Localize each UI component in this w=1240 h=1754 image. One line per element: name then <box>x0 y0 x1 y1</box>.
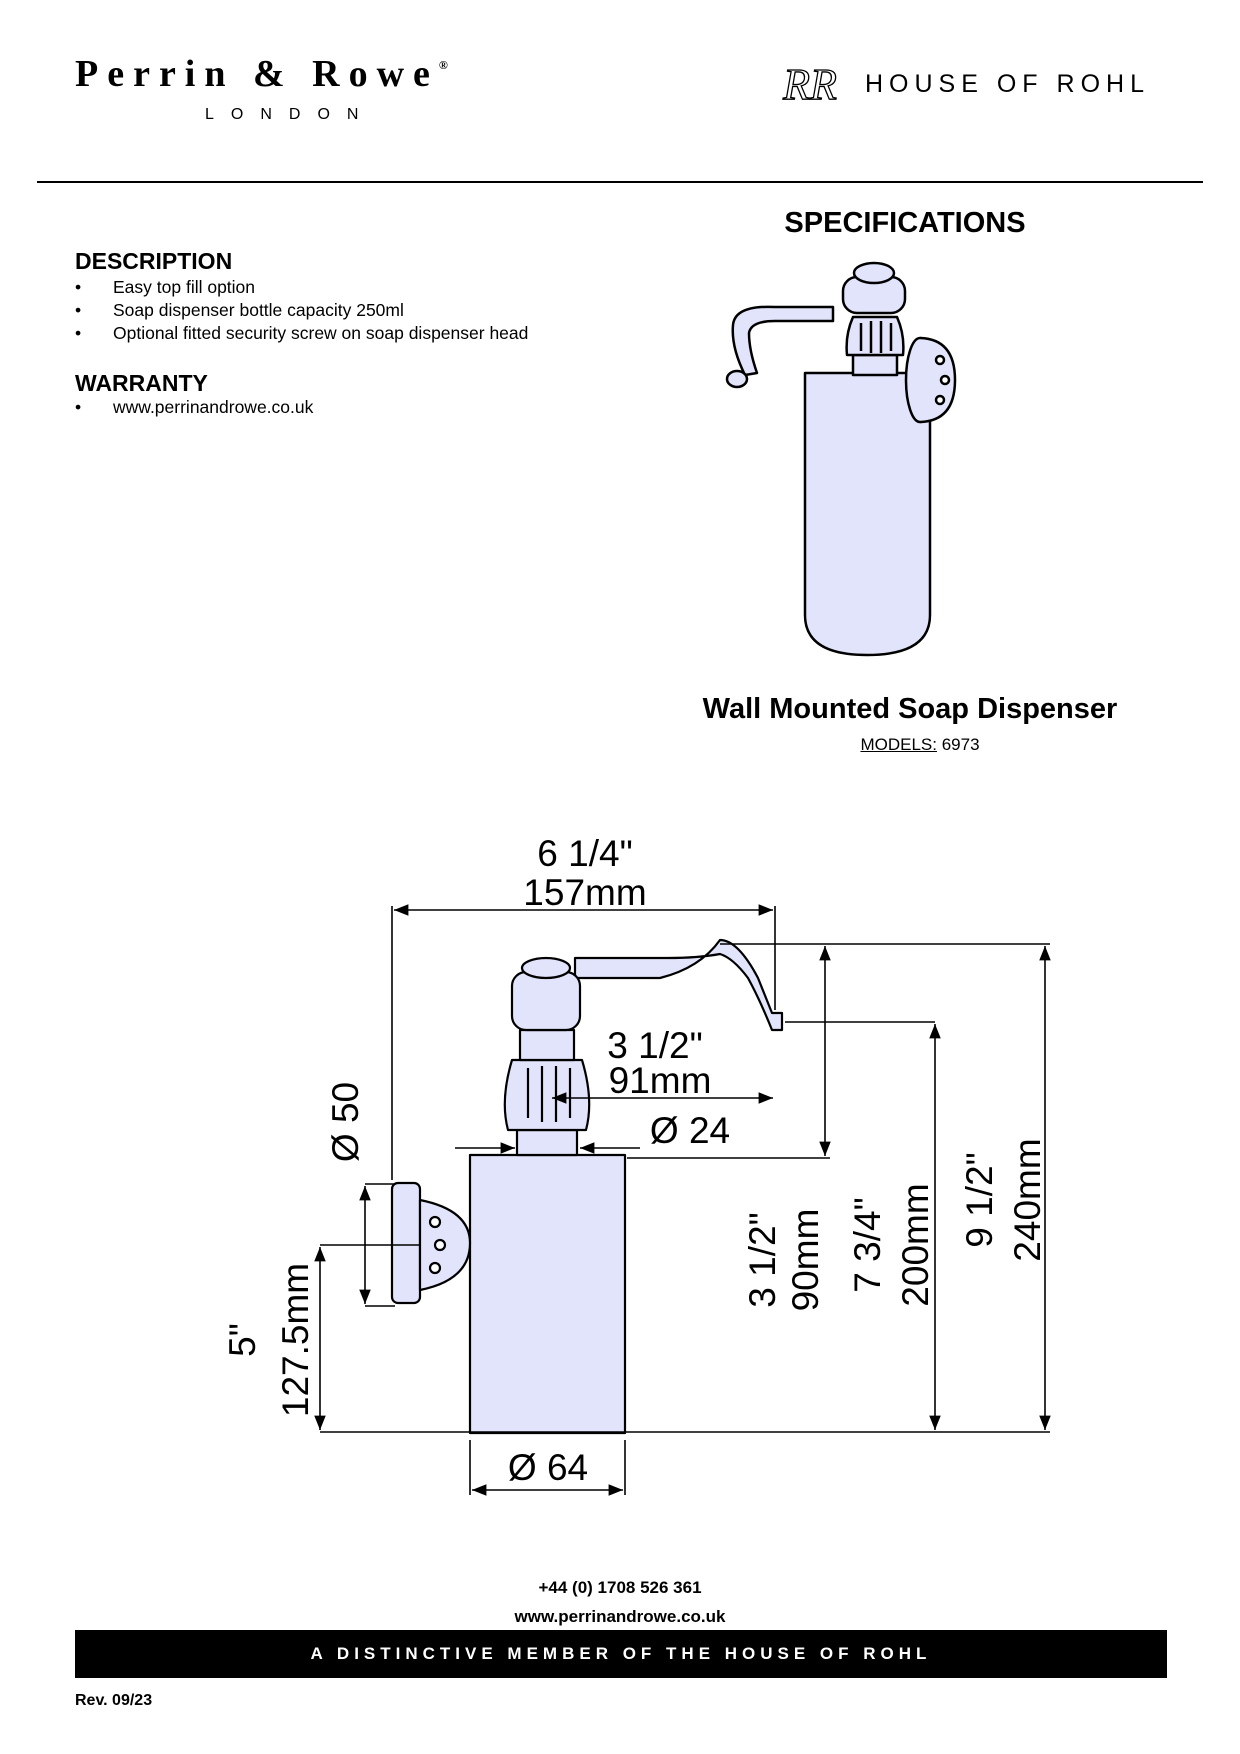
pump-ribs <box>859 321 893 353</box>
outline-neck <box>515 1128 579 1157</box>
outline-pump-body <box>503 1058 591 1132</box>
warranty-list: www.perrinandrowe.co.uk <box>75 396 535 419</box>
product-illustration <box>725 261 957 657</box>
outline-flange-arm <box>418 1198 472 1292</box>
outline-pump-ribs <box>526 1066 572 1122</box>
dimension-labels: 6 1/4" 157mm 3 1/2" 91mm Ø 24 Ø 64 Ø 50 … <box>222 833 1048 1488</box>
outline-pump-collar <box>518 1028 576 1062</box>
rohl-monogram-logo: RR <box>760 55 860 122</box>
description-heading: DESCRIPTION <box>75 248 233 274</box>
wall-flange-back <box>919 336 957 424</box>
spout-tip <box>725 369 749 389</box>
outline-flange <box>390 1181 422 1305</box>
footer-banner: A DISTINCTIVE MEMBER OF THE HOUSE OF ROH… <box>75 1630 1167 1678</box>
description-item: Soap dispenser bottle capacity 250ml <box>75 299 535 322</box>
brand-name-text: Perrin & Rowe <box>75 53 439 95</box>
outline-cap-top <box>520 956 572 980</box>
header-divider <box>37 181 1203 183</box>
pump-body <box>845 315 905 357</box>
dim-width-mm: 157mm <box>523 872 646 913</box>
specifications-title: SPECIFICATIONS <box>784 207 1026 239</box>
outline-cap <box>510 970 582 1032</box>
dim-spout-height-in: 7 3/4" <box>847 1197 888 1292</box>
pump-collar <box>851 353 899 377</box>
rohl-monogram-text: RR <box>782 60 837 109</box>
warranty-item: www.perrinandrowe.co.uk <box>75 396 535 419</box>
models-value: 6973 <box>941 735 980 754</box>
brand-city: LONDON <box>205 106 376 123</box>
dim-bottle-dia: Ø 64 <box>508 1447 588 1488</box>
dim-spout-height-mm: 200mm <box>895 1183 936 1306</box>
dim-mount-in: 5" <box>222 1323 263 1357</box>
perrin-rowe-logo: Perrin & Rowe® LONDON <box>75 52 515 124</box>
models-line: MODELS: 6973 <box>780 735 1060 755</box>
dim-width-in: 6 1/4" <box>537 833 632 874</box>
house-of-rohl-text: HOUSE OF ROHL <box>865 70 1150 98</box>
dim-top-mount-mm: 90mm <box>785 1209 826 1312</box>
dimension-lines <box>314 904 1051 1496</box>
dim-total-height-in: 9 1/2" <box>959 1152 1000 1247</box>
footer-phone: +44 (0) 1708 526 361 <box>538 1578 702 1597</box>
dim-neck-dia: Ø 24 <box>650 1110 730 1151</box>
product-title: Wall Mounted Soap Dispenser <box>702 693 1118 725</box>
dim-spout-in: 3 1/2" <box>607 1025 702 1066</box>
description-list: Easy top fill option Soap dispenser bott… <box>75 276 535 345</box>
dim-mount-mm: 127.5mm <box>275 1263 316 1417</box>
dim-spout-mm: 91mm <box>609 1060 712 1101</box>
registered-mark: ® <box>438 58 448 72</box>
brand-name: Perrin & Rowe® <box>75 52 515 96</box>
description-item: Easy top fill option <box>75 276 535 299</box>
bottle-shape <box>803 371 932 657</box>
models-label: MODELS: <box>860 735 937 754</box>
revision-label: Rev. 09/23 <box>75 1692 153 1709</box>
outline-spout <box>573 938 784 1032</box>
dim-total-height-mm: 240mm <box>1007 1138 1048 1261</box>
warranty-heading: WARRANTY <box>75 370 208 396</box>
dim-flange-dia: Ø 50 <box>325 1082 366 1162</box>
outline-bottle <box>468 1153 627 1435</box>
outline-drawing <box>390 938 784 1435</box>
spout-shape <box>731 305 835 377</box>
description-item: Optional fitted security screw on soap d… <box>75 322 535 345</box>
pump-cap-top <box>852 261 896 285</box>
dim-top-mount-in: 3 1/2" <box>742 1212 783 1307</box>
footer-website[interactable]: www.perrinandrowe.co.uk <box>514 1607 726 1626</box>
